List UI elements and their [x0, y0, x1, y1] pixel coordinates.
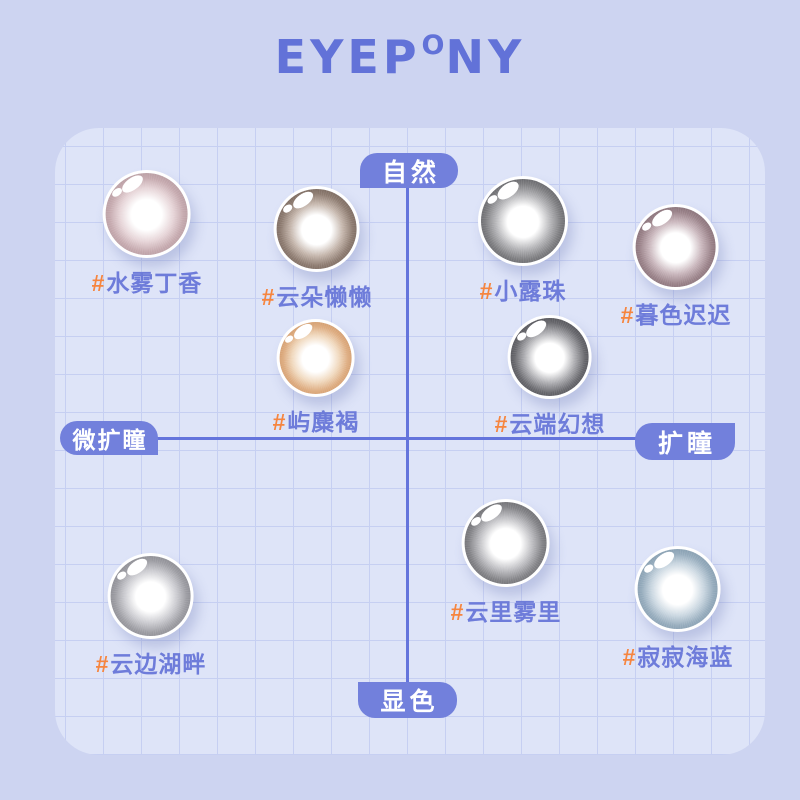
hash-symbol: #	[620, 302, 635, 328]
lens-iris	[276, 189, 357, 269]
lens-hashtag-label: #小露珠	[480, 272, 567, 306]
lens-name: 屿麋褐	[287, 409, 360, 435]
hash-symbol: #	[95, 651, 110, 677]
lens-hashtag-label: #屿麋褐	[273, 403, 360, 437]
axis-label-slight-enlarging: 微扩瞳	[60, 421, 158, 455]
lens-name: 暮色迟迟	[635, 302, 732, 328]
hash-symbol: #	[450, 599, 465, 625]
lens-iris	[464, 502, 547, 584]
lens-iris	[637, 549, 718, 629]
brand-logo-o-mark: O	[421, 30, 445, 61]
axis-vertical-line	[406, 186, 409, 684]
brand-logo-part-1: EYEP	[274, 30, 421, 84]
lens-item-yunduolanlan: #云朵懒懒	[262, 186, 373, 312]
hash-symbol: #	[494, 411, 509, 437]
contact-lens-image	[634, 546, 721, 632]
contact-lens-image	[461, 499, 550, 587]
contact-lens-image	[107, 553, 194, 639]
lens-iris	[105, 173, 188, 255]
brand-logo: EYEPONY	[275, 30, 526, 84]
lens-iris	[481, 179, 565, 263]
lens-hashtag-label: #水雾丁香	[92, 264, 203, 298]
hash-symbol: #	[91, 270, 106, 296]
axis-label-natural: 自然	[360, 153, 458, 188]
lens-item-xiaoluzhu: #小露珠	[478, 176, 568, 306]
lens-item-jijihailan: #寂寂海蓝	[623, 546, 734, 672]
lens-iris	[279, 322, 352, 394]
lens-iris	[635, 207, 716, 287]
hash-symbol: #	[272, 409, 287, 435]
lens-hashtag-label: #云端幻想	[495, 405, 606, 439]
brand-logo-part-2: NY	[445, 30, 526, 84]
lens-item-yunliwuli: #云里雾里	[451, 499, 562, 627]
axis-label-vivid: 显色	[358, 682, 457, 718]
hash-symbol: #	[261, 284, 276, 310]
lens-name: 寂寂海蓝	[637, 644, 734, 670]
axis-horizontal-line	[157, 437, 637, 440]
lens-item-yunbianhupan: #云边湖畔	[96, 553, 207, 679]
hash-symbol: #	[622, 644, 637, 670]
contact-lens-image	[507, 315, 592, 399]
contact-lens-image	[632, 204, 719, 290]
lens-hashtag-label: #云边湖畔	[96, 645, 207, 679]
lens-name: 水雾丁香	[106, 270, 203, 296]
lens-iris	[510, 318, 589, 396]
contact-lens-image	[102, 170, 191, 258]
lens-name: 云端幻想	[509, 411, 606, 437]
lens-name: 云边湖畔	[110, 651, 207, 677]
lens-item-musechichi: #暮色迟迟	[621, 204, 732, 330]
axis-label-enlarging: 扩瞳	[635, 423, 735, 460]
lens-hashtag-label: #云里雾里	[451, 593, 562, 627]
lens-name: 云里雾里	[465, 599, 562, 625]
hash-symbol: #	[479, 278, 494, 304]
lens-iris	[110, 556, 191, 636]
lens-item-yunduanhuanxiang: #云端幻想	[495, 315, 606, 439]
lens-hashtag-label: #暮色迟迟	[621, 296, 732, 330]
contact-lens-image	[273, 186, 360, 272]
contact-lens-image	[478, 176, 568, 266]
lens-item-yumihe: #屿麋褐	[273, 319, 360, 437]
lens-name: 云朵懒懒	[276, 284, 373, 310]
lens-hashtag-label: #云朵懒懒	[262, 278, 373, 312]
lens-item-shuiwudingxiang: #水雾丁香	[92, 170, 203, 298]
contact-lens-image	[276, 319, 355, 397]
lens-name: 小露珠	[494, 278, 567, 304]
lens-hashtag-label: #寂寂海蓝	[623, 638, 734, 672]
